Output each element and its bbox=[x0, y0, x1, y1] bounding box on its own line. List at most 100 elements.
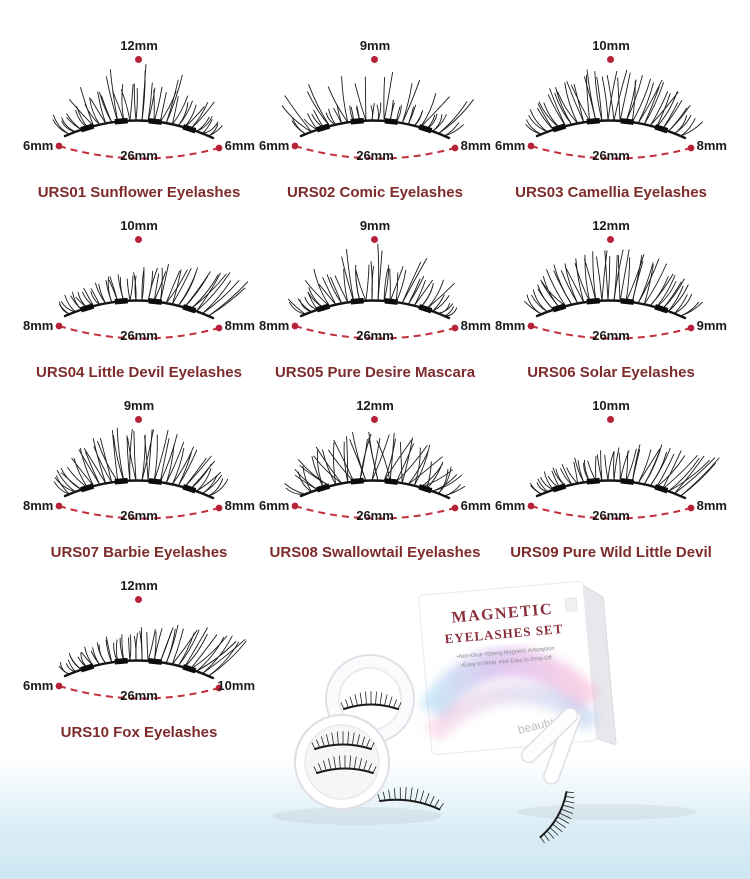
left-measurement-value: 8mm bbox=[23, 498, 54, 513]
lash-hair bbox=[613, 254, 618, 302]
lash-hair bbox=[343, 268, 349, 303]
magnet-segment bbox=[114, 297, 128, 305]
lash-hair bbox=[606, 74, 615, 122]
lash-hair bbox=[401, 258, 428, 304]
width-endpoint-dot bbox=[451, 324, 459, 332]
shadow bbox=[272, 807, 442, 825]
measurement-dot-icon bbox=[135, 236, 143, 243]
width-endpoint-dot bbox=[527, 502, 535, 510]
lash-figure: 6mm 6mm 26mm bbox=[23, 63, 255, 178]
lash-hair bbox=[617, 77, 621, 122]
lash-hair bbox=[425, 461, 444, 490]
lash-hair bbox=[613, 249, 624, 302]
lash-hair bbox=[649, 273, 674, 307]
mini-lash-hair bbox=[372, 766, 377, 774]
lash-hair bbox=[526, 294, 542, 315]
magnet-segment bbox=[316, 483, 331, 493]
mini-lash-hair bbox=[429, 795, 435, 806]
magnet-segment bbox=[350, 297, 364, 305]
lash-hair bbox=[294, 469, 318, 491]
lash-hair bbox=[631, 80, 636, 123]
lash-item: 10mm 8mm 8mm 26mm URS04 Little Devil Eye… bbox=[21, 218, 257, 394]
lash-hair bbox=[56, 469, 76, 493]
lash-hair bbox=[432, 114, 447, 132]
lash-drawing bbox=[525, 69, 703, 160]
lash-hair bbox=[196, 116, 213, 132]
top-measurement: 10mm bbox=[120, 218, 158, 244]
lash-hair bbox=[413, 279, 433, 307]
lash-hair bbox=[565, 267, 585, 303]
left-measurement-value: 6mm bbox=[23, 138, 54, 153]
lash-hair bbox=[165, 444, 175, 484]
left-measurement-value: 6mm bbox=[23, 678, 54, 693]
lash-hair bbox=[537, 103, 554, 131]
lash-drawing bbox=[52, 63, 223, 160]
width-endpoint-dot bbox=[215, 324, 223, 332]
lash-hair bbox=[183, 627, 208, 668]
mini-lash-hair bbox=[377, 793, 381, 802]
lash-hair bbox=[364, 76, 367, 122]
top-measurement-value: 9mm bbox=[359, 218, 391, 233]
lash-hair bbox=[78, 449, 101, 486]
left-measurement-value: 6mm bbox=[495, 138, 526, 153]
lash-hair bbox=[383, 71, 394, 122]
magnet-segment bbox=[654, 304, 669, 314]
lash-hair bbox=[546, 269, 567, 307]
mini-lash-hair bbox=[365, 691, 367, 705]
lash-hair bbox=[346, 249, 355, 303]
lash-hair bbox=[60, 467, 82, 491]
lash-hair bbox=[637, 258, 660, 304]
lash-hair bbox=[89, 97, 101, 126]
lash-hair bbox=[315, 446, 343, 484]
compact-case bbox=[294, 654, 444, 811]
lash-hair bbox=[407, 104, 417, 125]
mini-lash-hair bbox=[424, 793, 430, 805]
lash-hair bbox=[68, 652, 82, 671]
lash-hair bbox=[625, 254, 645, 302]
lash-hair bbox=[97, 91, 107, 124]
lash-hair bbox=[557, 91, 579, 124]
lash-hair bbox=[189, 102, 209, 130]
lash-hair bbox=[341, 76, 349, 123]
magnet-segment bbox=[80, 663, 95, 673]
width-measurement-value: 26mm bbox=[120, 508, 158, 523]
width-measurement-value: 26mm bbox=[356, 328, 394, 343]
lash-hair bbox=[661, 455, 698, 490]
lash-hair bbox=[133, 430, 137, 481]
lash-hair bbox=[625, 75, 643, 122]
lash-hair bbox=[371, 103, 375, 121]
lash-hair bbox=[631, 444, 641, 483]
lash-hair bbox=[66, 113, 82, 131]
lash-hair bbox=[649, 91, 669, 127]
mini-lash bbox=[377, 787, 444, 811]
lash-item: 10mm 6mm 8mm 26mm URS09 Pure Wild Little… bbox=[493, 398, 729, 574]
lash-hair bbox=[655, 455, 686, 488]
width-endpoint-dot bbox=[215, 144, 223, 152]
mini-lash-hair bbox=[363, 760, 367, 771]
lash-item: 9mm 8mm 8mm 26mm URS07 Barbie Eyelashes bbox=[21, 398, 257, 574]
lash-hair bbox=[643, 263, 667, 305]
lash-item: 12mm 8mm 9mm 26mm URS06 Solar Eyelashes bbox=[493, 218, 729, 394]
width-measurement-value: 26mm bbox=[592, 148, 630, 163]
lash-hair bbox=[407, 276, 425, 305]
lash-hair bbox=[573, 461, 579, 484]
width-endpoint-dot bbox=[55, 502, 63, 510]
lash-hair bbox=[307, 113, 318, 131]
mini-lash-hair bbox=[384, 694, 388, 706]
lash-hair bbox=[643, 264, 654, 305]
mini-lash-hair bbox=[556, 816, 569, 824]
lash-hair bbox=[189, 460, 215, 490]
lash-hair bbox=[655, 275, 676, 308]
width-endpoint-dot bbox=[55, 142, 63, 150]
lash-hair bbox=[299, 299, 312, 313]
magnet-segment bbox=[620, 298, 634, 305]
box-logo-mark bbox=[564, 597, 578, 612]
magnet-segment bbox=[552, 123, 567, 133]
magnet-segment bbox=[148, 298, 162, 305]
lash-hair bbox=[395, 443, 415, 483]
lash-hair bbox=[53, 114, 70, 135]
lash-drawing bbox=[524, 249, 703, 340]
mini-lash-hair bbox=[563, 800, 575, 804]
magnet-segment bbox=[80, 483, 95, 493]
width-endpoint-dot bbox=[291, 322, 299, 330]
